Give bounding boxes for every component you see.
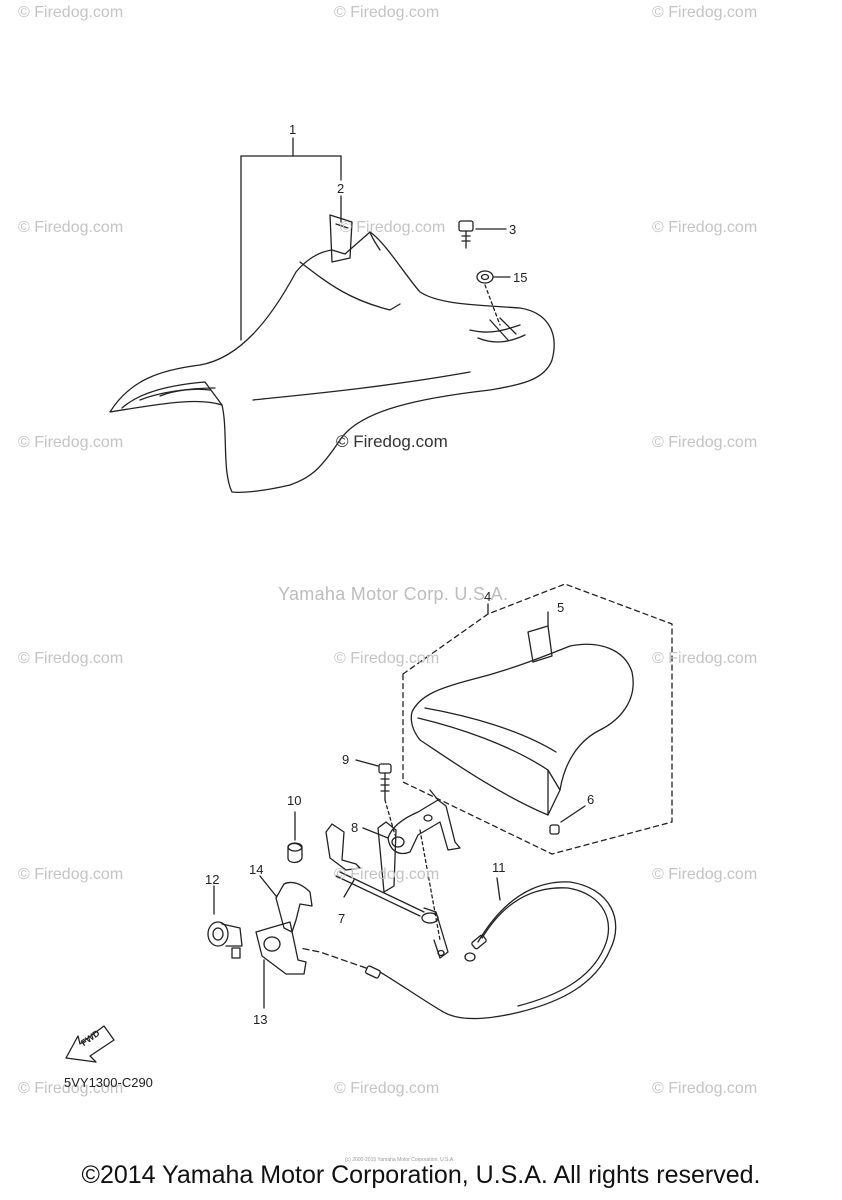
yamaha-watermark: Yamaha Motor Corp. U.S.A. (278, 584, 509, 604)
callout-3: 3 (509, 222, 517, 237)
nut-15-icon (476, 270, 511, 284)
bolt-3-icon (458, 220, 507, 249)
bolt-9-icon (355, 759, 392, 801)
rear-seat-assembly-outline (402, 583, 673, 855)
watermark: © Firedog.com (334, 650, 440, 667)
watermark: © Firedog.com (18, 866, 124, 883)
footer-copyright: ©2014 Yamaha Motor Corporation, U.S.A. A… (81, 1161, 761, 1189)
watermark: © Firedog.com (18, 4, 124, 21)
callout-6: 6 (587, 792, 595, 807)
watermark: © Firedog.com (340, 219, 446, 236)
watermark: © Firedog.com (18, 219, 124, 236)
callout-8: 8 (351, 820, 359, 835)
callout-7: 7 (338, 911, 346, 926)
callout-15: 15 (513, 270, 528, 285)
watermark: © Firedog.com (18, 434, 124, 451)
fwd-arrow-icon (65, 1025, 115, 1063)
tiny-copyright: (c) 2000-2015 Yamaha Motor Corporation, … (345, 1157, 455, 1163)
watermark: © Firedog.com (652, 219, 758, 236)
lock-cylinder-12 (207, 885, 243, 959)
front-seat (109, 231, 555, 493)
callout-10: 10 (287, 793, 302, 808)
callout-14: 14 (249, 862, 264, 877)
lock-rod-7 (325, 821, 449, 959)
bolt-6-icon (549, 805, 586, 835)
watermark: © Firedog.com (652, 866, 758, 883)
callout-2: 2 (337, 181, 345, 196)
watermark: © Firedog.com (652, 1080, 758, 1097)
lock-bracket-13-14 (255, 875, 313, 1009)
callout-bracket-1 (240, 137, 342, 341)
collar-10-icon (287, 811, 303, 864)
watermark: © Firedog.com (334, 4, 440, 21)
callout-12: 12 (205, 872, 220, 887)
callout-5: 5 (557, 600, 565, 615)
rear-seat-pad (410, 643, 634, 816)
callout-4: 4 (484, 589, 492, 604)
center-watermark: © Firedog.com (336, 432, 448, 451)
callout-13: 13 (253, 1012, 268, 1027)
seat-lock-cable-11 (299, 877, 617, 1020)
watermark: © Firedog.com (18, 650, 124, 667)
watermark: © Firedog.com (334, 1080, 440, 1097)
watermark: © Firedog.com (652, 650, 758, 667)
callout-9: 9 (342, 752, 350, 767)
watermark: © Firedog.com (652, 434, 758, 451)
callout-1: 1 (289, 122, 297, 137)
lock-bracket-8 (362, 789, 461, 855)
callout-11: 11 (492, 860, 506, 875)
watermark: © Firedog.com (18, 1080, 124, 1097)
watermark: © Firedog.com (334, 866, 440, 883)
watermark: © Firedog.com (652, 4, 758, 21)
seat-tag-rear (527, 611, 553, 663)
seat-tag-front (329, 214, 353, 263)
part-code: 5VY1300-C290 (64, 1075, 153, 1090)
